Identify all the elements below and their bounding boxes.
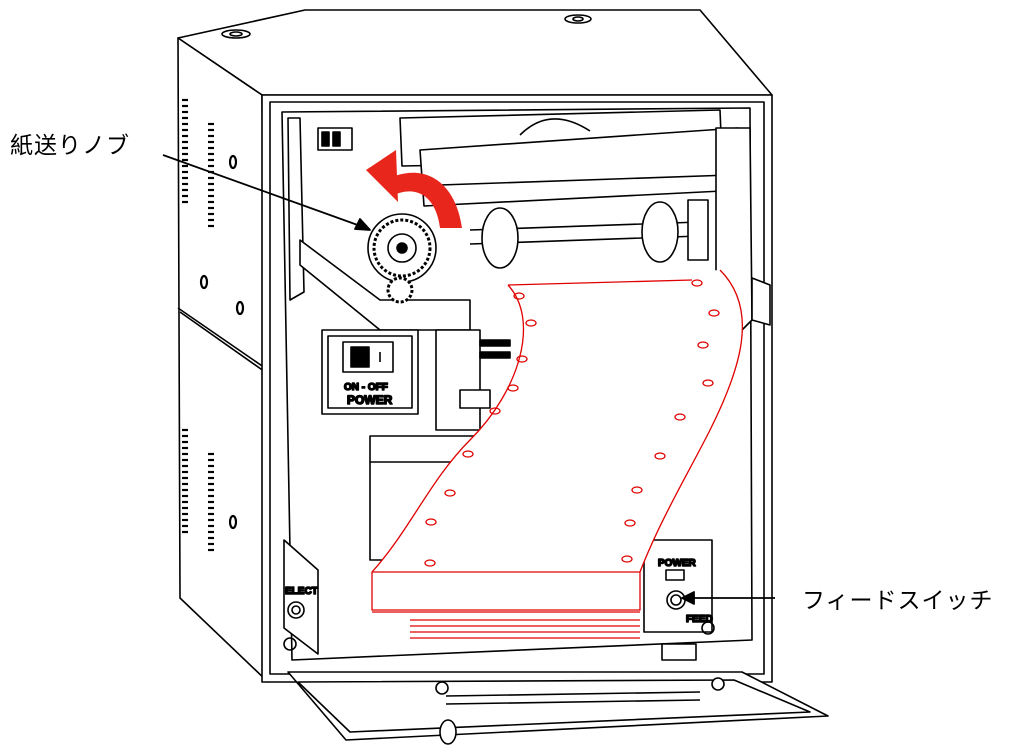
interior xyxy=(283,109,771,655)
power-switch-caption: POWER xyxy=(347,393,393,407)
select-button-label: ELECT xyxy=(285,586,318,597)
power-switch-on-off-label: ON - OFF xyxy=(344,382,388,393)
rotation-arrow-icon xyxy=(366,150,462,228)
front-door xyxy=(287,643,829,745)
feed-button-label: FEED xyxy=(686,614,713,625)
paper-feed-knob-label: 紙送りノブ xyxy=(10,133,130,159)
power-lamp-label: POWER xyxy=(658,558,697,569)
continuous-paper xyxy=(371,269,743,639)
feed-switch-label: フィードスイッチ xyxy=(802,588,994,614)
side-vents xyxy=(182,98,245,552)
leader-lines xyxy=(162,154,775,605)
